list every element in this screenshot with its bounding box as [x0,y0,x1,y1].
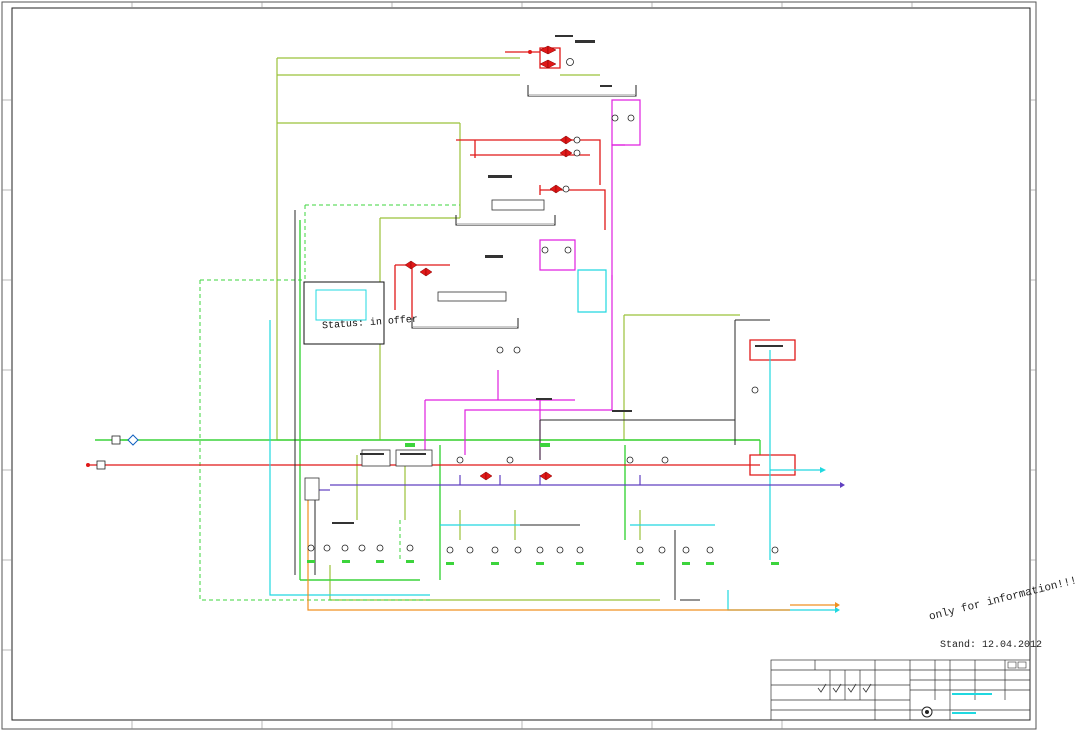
sheet-outer-frame [1,1,1037,730]
orange-lines [307,500,835,611]
title-block-cyan-text [952,693,992,714]
tank-symbol-icon [1007,661,1017,669]
orange-outlet-arrow [835,602,840,608]
red-top-dot [528,50,532,54]
status-inner-cyan-loop [315,289,367,321]
stand-date-line: Stand: 12.04.2012 [940,640,1042,651]
title-block-checks [817,683,872,693]
title-block-symbol-2 [1017,661,1027,669]
outlet-arrows [820,467,840,613]
dark-lines [294,210,770,601]
purple-lines [315,475,840,491]
title-block [770,659,1031,721]
diamond-symbol-icon [127,434,139,446]
magenta-lines [424,99,641,460]
sheet-inner-frame [11,7,1031,721]
red-valves-top [404,45,573,481]
green-valves [307,443,779,565]
basin-fill [413,94,635,328]
stand-date: 12.04.2012 [982,640,1043,651]
purple-outlet-arrow [840,482,845,488]
red-inlet-dot [86,463,90,467]
company-logo-core [925,710,929,714]
filter-unit-lower [437,291,507,302]
status-offer-box [303,281,385,345]
valve-symbol-icon [111,435,121,445]
instrument-boxes [304,449,433,501]
tag-annotations [332,35,783,524]
dashed-green-loop [199,204,460,601]
process-flow-diagram [1,1,1037,730]
pump-symbols [307,58,779,554]
stand-label: Stand: [940,640,977,651]
filter-unit-upper [491,199,545,211]
red-process-lines [88,47,796,476]
border-grid-ticks [2,2,1036,729]
inlet-valve-red [96,460,106,470]
